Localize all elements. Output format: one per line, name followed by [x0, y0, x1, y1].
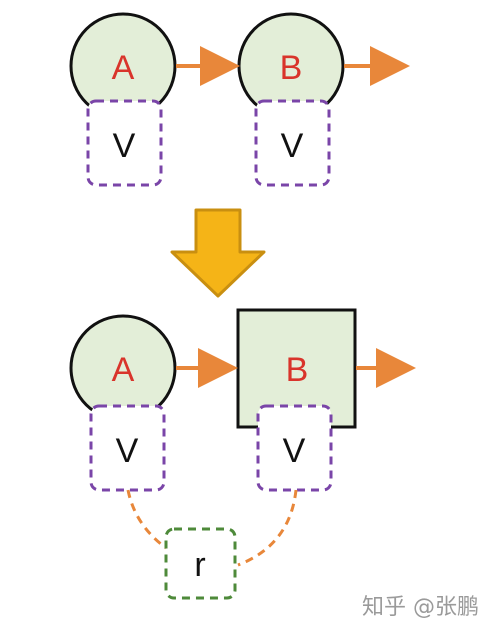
residual-link-from-b [237, 489, 298, 567]
top-node-b-label: B [280, 49, 303, 87]
bottom-value-b-label: V [283, 432, 306, 470]
top-value-b-box [254, 99, 331, 187]
top-diagram: A B V V [69, 12, 410, 187]
top-value-a-label: V [113, 127, 136, 165]
top-value-a-box [86, 99, 163, 187]
residual-label: r [194, 546, 205, 584]
bottom-value-a-label: V [116, 432, 139, 470]
watermark-text: 知乎 @张鹏 [362, 595, 479, 620]
bottom-value-b-box [256, 404, 333, 492]
bottom-node-b-label: B [286, 351, 309, 389]
bottom-node-a-label: A [112, 351, 135, 389]
residual-link-from-a [126, 489, 167, 550]
transform-down-arrow-icon [170, 208, 266, 298]
top-value-b-label: V [281, 127, 304, 165]
top-node-a-label: A [112, 49, 135, 87]
bottom-diagram: A B V V r [69, 308, 416, 600]
bottom-value-a-box [89, 404, 166, 492]
residual-box [164, 527, 237, 600]
